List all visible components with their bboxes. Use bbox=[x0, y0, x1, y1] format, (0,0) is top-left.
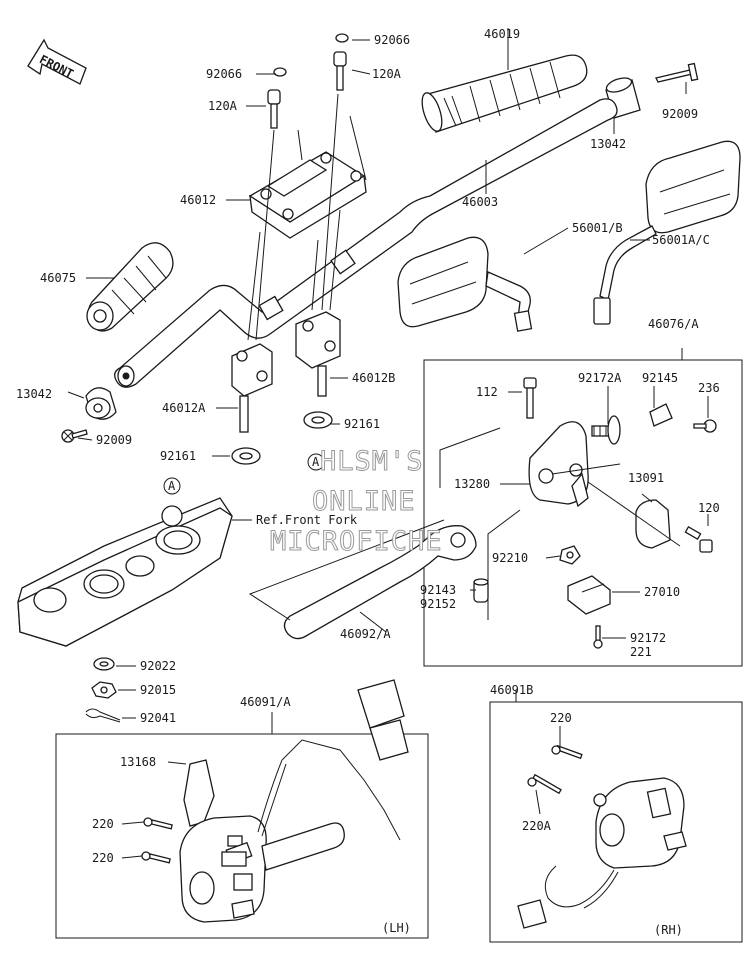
label-92152: 92152 bbox=[420, 597, 456, 611]
ref-a-circle-2 bbox=[307, 453, 325, 471]
box-46091b bbox=[489, 701, 743, 943]
screw-92009-left bbox=[61, 429, 88, 443]
pivot-92143 bbox=[473, 578, 489, 603]
label-13042-left: 13042 bbox=[16, 387, 52, 401]
rh-wiring-harness bbox=[517, 865, 619, 929]
adjuster-92172a bbox=[591, 415, 621, 445]
watermark-line1: HLSM'S bbox=[320, 446, 424, 477]
label-92172: 92172 bbox=[630, 631, 666, 645]
label-46076a: 46076/A bbox=[648, 317, 699, 331]
label-13042-top: 13042 bbox=[590, 137, 626, 151]
label-46003: 46003 bbox=[462, 195, 498, 209]
ref-a-circle-1 bbox=[163, 477, 181, 495]
label-46019: 46019 bbox=[484, 27, 520, 41]
washer-92066 bbox=[273, 33, 349, 77]
bolt-120a-left bbox=[267, 89, 281, 129]
part-labels: 92066 92066 120A 120A 46019 92009 13042 … bbox=[16, 27, 720, 937]
label-ref-front-fork: Ref.Front Fork bbox=[256, 513, 358, 527]
screw-220-rh bbox=[527, 744, 583, 795]
label-46012b: 46012B bbox=[352, 371, 395, 385]
ref-a-text-2: A bbox=[312, 455, 320, 469]
lever-46092a bbox=[283, 525, 477, 640]
label-92145: 92145 bbox=[642, 371, 678, 385]
label-92022: 92022 bbox=[140, 659, 176, 673]
label-92015: 92015 bbox=[140, 683, 176, 697]
mirror-56001b bbox=[397, 236, 533, 332]
watermark-line2: ONLINE bbox=[312, 486, 416, 517]
cover-13168 bbox=[183, 759, 215, 827]
label-46091a: 46091/A bbox=[240, 695, 291, 709]
nut-92210 bbox=[559, 545, 581, 565]
lh-switch-housing bbox=[179, 815, 345, 923]
bolt-112 bbox=[523, 377, 537, 419]
label-13091: 13091 bbox=[628, 471, 664, 485]
label-120a-left: 120A bbox=[208, 99, 238, 113]
washer-92161 bbox=[231, 411, 333, 465]
label-92172a: 92172A bbox=[578, 371, 622, 385]
label-92066-top: 92066 bbox=[374, 33, 410, 47]
screw-92172 bbox=[593, 625, 603, 649]
label-236: 236 bbox=[698, 381, 720, 395]
box-46091a bbox=[55, 733, 429, 939]
label-46012: 46012 bbox=[180, 193, 216, 207]
label-220a-rh: 220A bbox=[522, 819, 552, 833]
rh-switch-housing bbox=[593, 777, 687, 869]
label-221: 221 bbox=[630, 645, 652, 659]
grip-46075 bbox=[86, 242, 174, 332]
label-120: 120 bbox=[698, 501, 720, 515]
switch-27010 bbox=[567, 575, 611, 615]
washer-92022 bbox=[93, 657, 115, 671]
nut-92015 bbox=[91, 681, 117, 699]
label-220-lh-2: 220 bbox=[92, 851, 114, 865]
handlebar-46003 bbox=[114, 98, 618, 388]
mirror-56001ac bbox=[593, 140, 741, 325]
clamp-46012 bbox=[248, 151, 367, 239]
label-92009-left: 92009 bbox=[96, 433, 132, 447]
box-46076a bbox=[423, 359, 743, 667]
label-13280: 13280 bbox=[454, 477, 490, 491]
watermark-line3: MICROFICHE bbox=[270, 526, 443, 557]
label-120a-right: 120A bbox=[372, 67, 402, 81]
lh-wiring-harness bbox=[221, 679, 409, 867]
label-46012a: 46012A bbox=[162, 401, 206, 415]
label-92210: 92210 bbox=[492, 551, 528, 565]
label-46075: 46075 bbox=[40, 271, 76, 285]
label-220-lh-1: 220 bbox=[92, 817, 114, 831]
label-46091b: 46091B bbox=[490, 683, 533, 697]
label-92161-right: 92161 bbox=[344, 417, 380, 431]
watermark: HLSM'S ONLINE MICROFICHE bbox=[270, 446, 443, 558]
label-92041: 92041 bbox=[140, 711, 176, 725]
clip-92145 bbox=[649, 403, 673, 427]
label-13168: 13168 bbox=[120, 755, 156, 769]
bracket-13280 bbox=[528, 421, 589, 508]
label-220-rh: 220 bbox=[550, 711, 572, 725]
bolt-120 bbox=[684, 526, 713, 553]
ref-a-text-1: A bbox=[168, 479, 176, 493]
pin-92041 bbox=[85, 708, 121, 723]
label-46092a: 46092/A bbox=[340, 627, 391, 641]
label-56001ac: 56001A/C bbox=[652, 233, 710, 247]
label-92143: 92143 bbox=[420, 583, 456, 597]
screw-236 bbox=[693, 419, 717, 433]
label-rh: (RH) bbox=[654, 923, 683, 937]
label-56001b: 56001/B bbox=[572, 221, 623, 235]
weight-13042-left bbox=[85, 387, 117, 420]
front-arrow: FRONT bbox=[27, 38, 87, 85]
holder-46012a bbox=[231, 343, 273, 433]
label-lh: (LH) bbox=[382, 921, 411, 935]
grip-46019 bbox=[421, 54, 588, 133]
holder-46012b bbox=[295, 311, 341, 397]
screw-220-lh bbox=[141, 817, 173, 864]
bolt-120a-right bbox=[333, 51, 347, 91]
clamp-13091 bbox=[635, 499, 671, 549]
label-27010: 27010 bbox=[644, 585, 680, 599]
fork-bracket bbox=[17, 497, 233, 647]
leader-lines bbox=[67, 28, 709, 859]
label-92066-left: 92066 bbox=[206, 67, 242, 81]
label-112: 112 bbox=[476, 385, 498, 399]
label-92161-left: 92161 bbox=[160, 449, 196, 463]
screw-92009-top bbox=[655, 62, 699, 83]
label-92009-top: 92009 bbox=[662, 107, 698, 121]
